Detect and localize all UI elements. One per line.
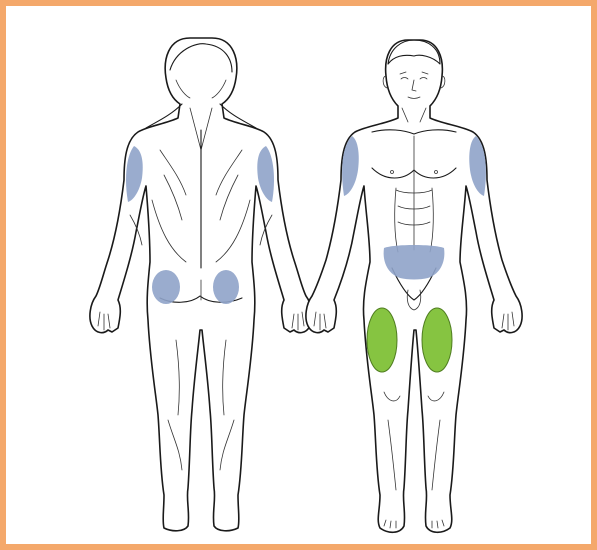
back-buttock-right <box>213 270 239 304</box>
back-view-figure <box>90 38 312 531</box>
front-thigh-left <box>367 308 397 372</box>
front-body-outline <box>306 40 522 532</box>
front-thigh-right <box>422 308 452 372</box>
front-view-figure <box>306 40 522 532</box>
back-buttock-left <box>152 270 180 304</box>
